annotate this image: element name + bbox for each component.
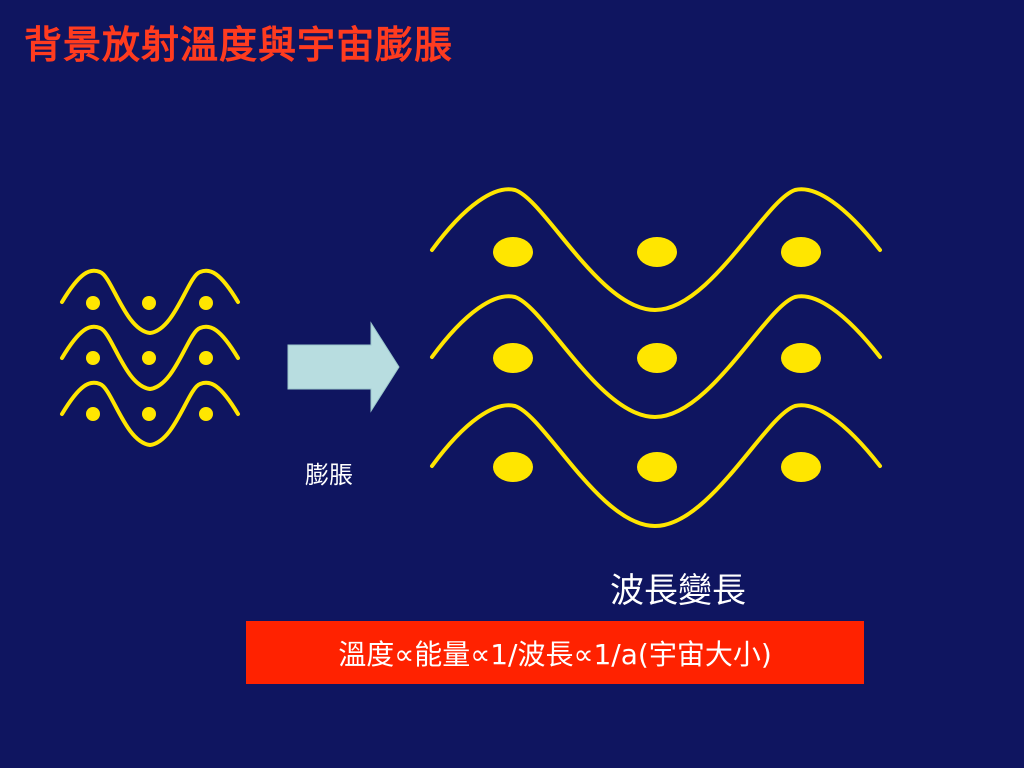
- particle-dot: [86, 296, 100, 310]
- particle-dot: [493, 237, 533, 267]
- large-dot-group: [493, 237, 821, 482]
- small-wave-group: [60, 268, 240, 448]
- small-wave-line: [60, 380, 240, 448]
- particle-dot: [142, 296, 156, 310]
- particle-dot: [199, 296, 213, 310]
- slide-title: 背景放射溫度與宇宙膨脹: [24, 23, 454, 67]
- expansion-label: 膨脹: [305, 461, 353, 489]
- large-wave-group: [430, 187, 882, 529]
- wavelength-label: 波長變長: [610, 571, 746, 611]
- right-arrow-icon: [287, 321, 400, 413]
- small-wave-line: [60, 324, 240, 392]
- formula-text: 溫度∝能量∝1/波長∝1/a(宇宙大小): [338, 637, 772, 671]
- large-wave-line: [430, 187, 882, 313]
- particle-dot: [637, 237, 677, 267]
- particle-dot: [142, 351, 156, 365]
- particle-dot: [86, 407, 100, 421]
- particle-dot: [493, 452, 533, 482]
- particle-dot: [199, 407, 213, 421]
- formula-box: 溫度∝能量∝1/波長∝1/a(宇宙大小): [246, 621, 864, 684]
- particle-dot: [637, 343, 677, 373]
- small-wave-line: [60, 268, 240, 336]
- particle-dot: [142, 407, 156, 421]
- large-wave-line: [430, 403, 882, 529]
- particle-dot: [493, 343, 533, 373]
- particle-dot: [781, 237, 821, 267]
- particle-dot: [199, 351, 213, 365]
- large-wave-line: [430, 294, 882, 420]
- particle-dot: [781, 343, 821, 373]
- particle-dot: [86, 351, 100, 365]
- particle-dot: [781, 452, 821, 482]
- small-dot-group: [86, 296, 213, 421]
- particle-dot: [637, 452, 677, 482]
